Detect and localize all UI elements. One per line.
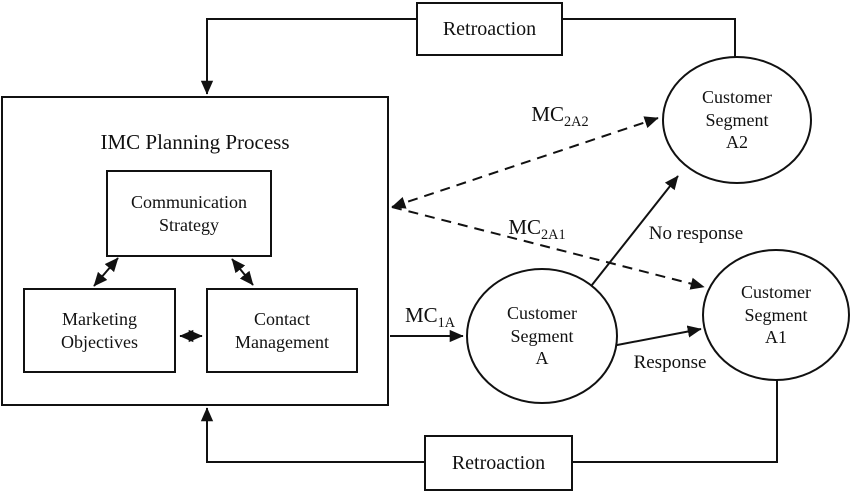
customer-segment-a1-circle (702, 249, 850, 381)
customer-segment-a-circle (466, 268, 618, 404)
customer-segment-a2-circle (662, 56, 812, 184)
retroaction-bottom-box (424, 435, 573, 491)
mc2a1-dashed-arrow (391, 206, 705, 290)
communication-strategy-box (106, 170, 272, 257)
retroaction-top-box (416, 2, 563, 56)
strategy-contact-double-arrow (231, 258, 254, 286)
no-response-arrow (587, 175, 679, 291)
response-arrow (611, 325, 702, 347)
strategy-marketing-double-arrow (93, 257, 119, 287)
contact-management-box (206, 288, 358, 373)
marketing-objectives-box (23, 288, 176, 373)
mc2a2-dashed-arrow (391, 116, 659, 209)
